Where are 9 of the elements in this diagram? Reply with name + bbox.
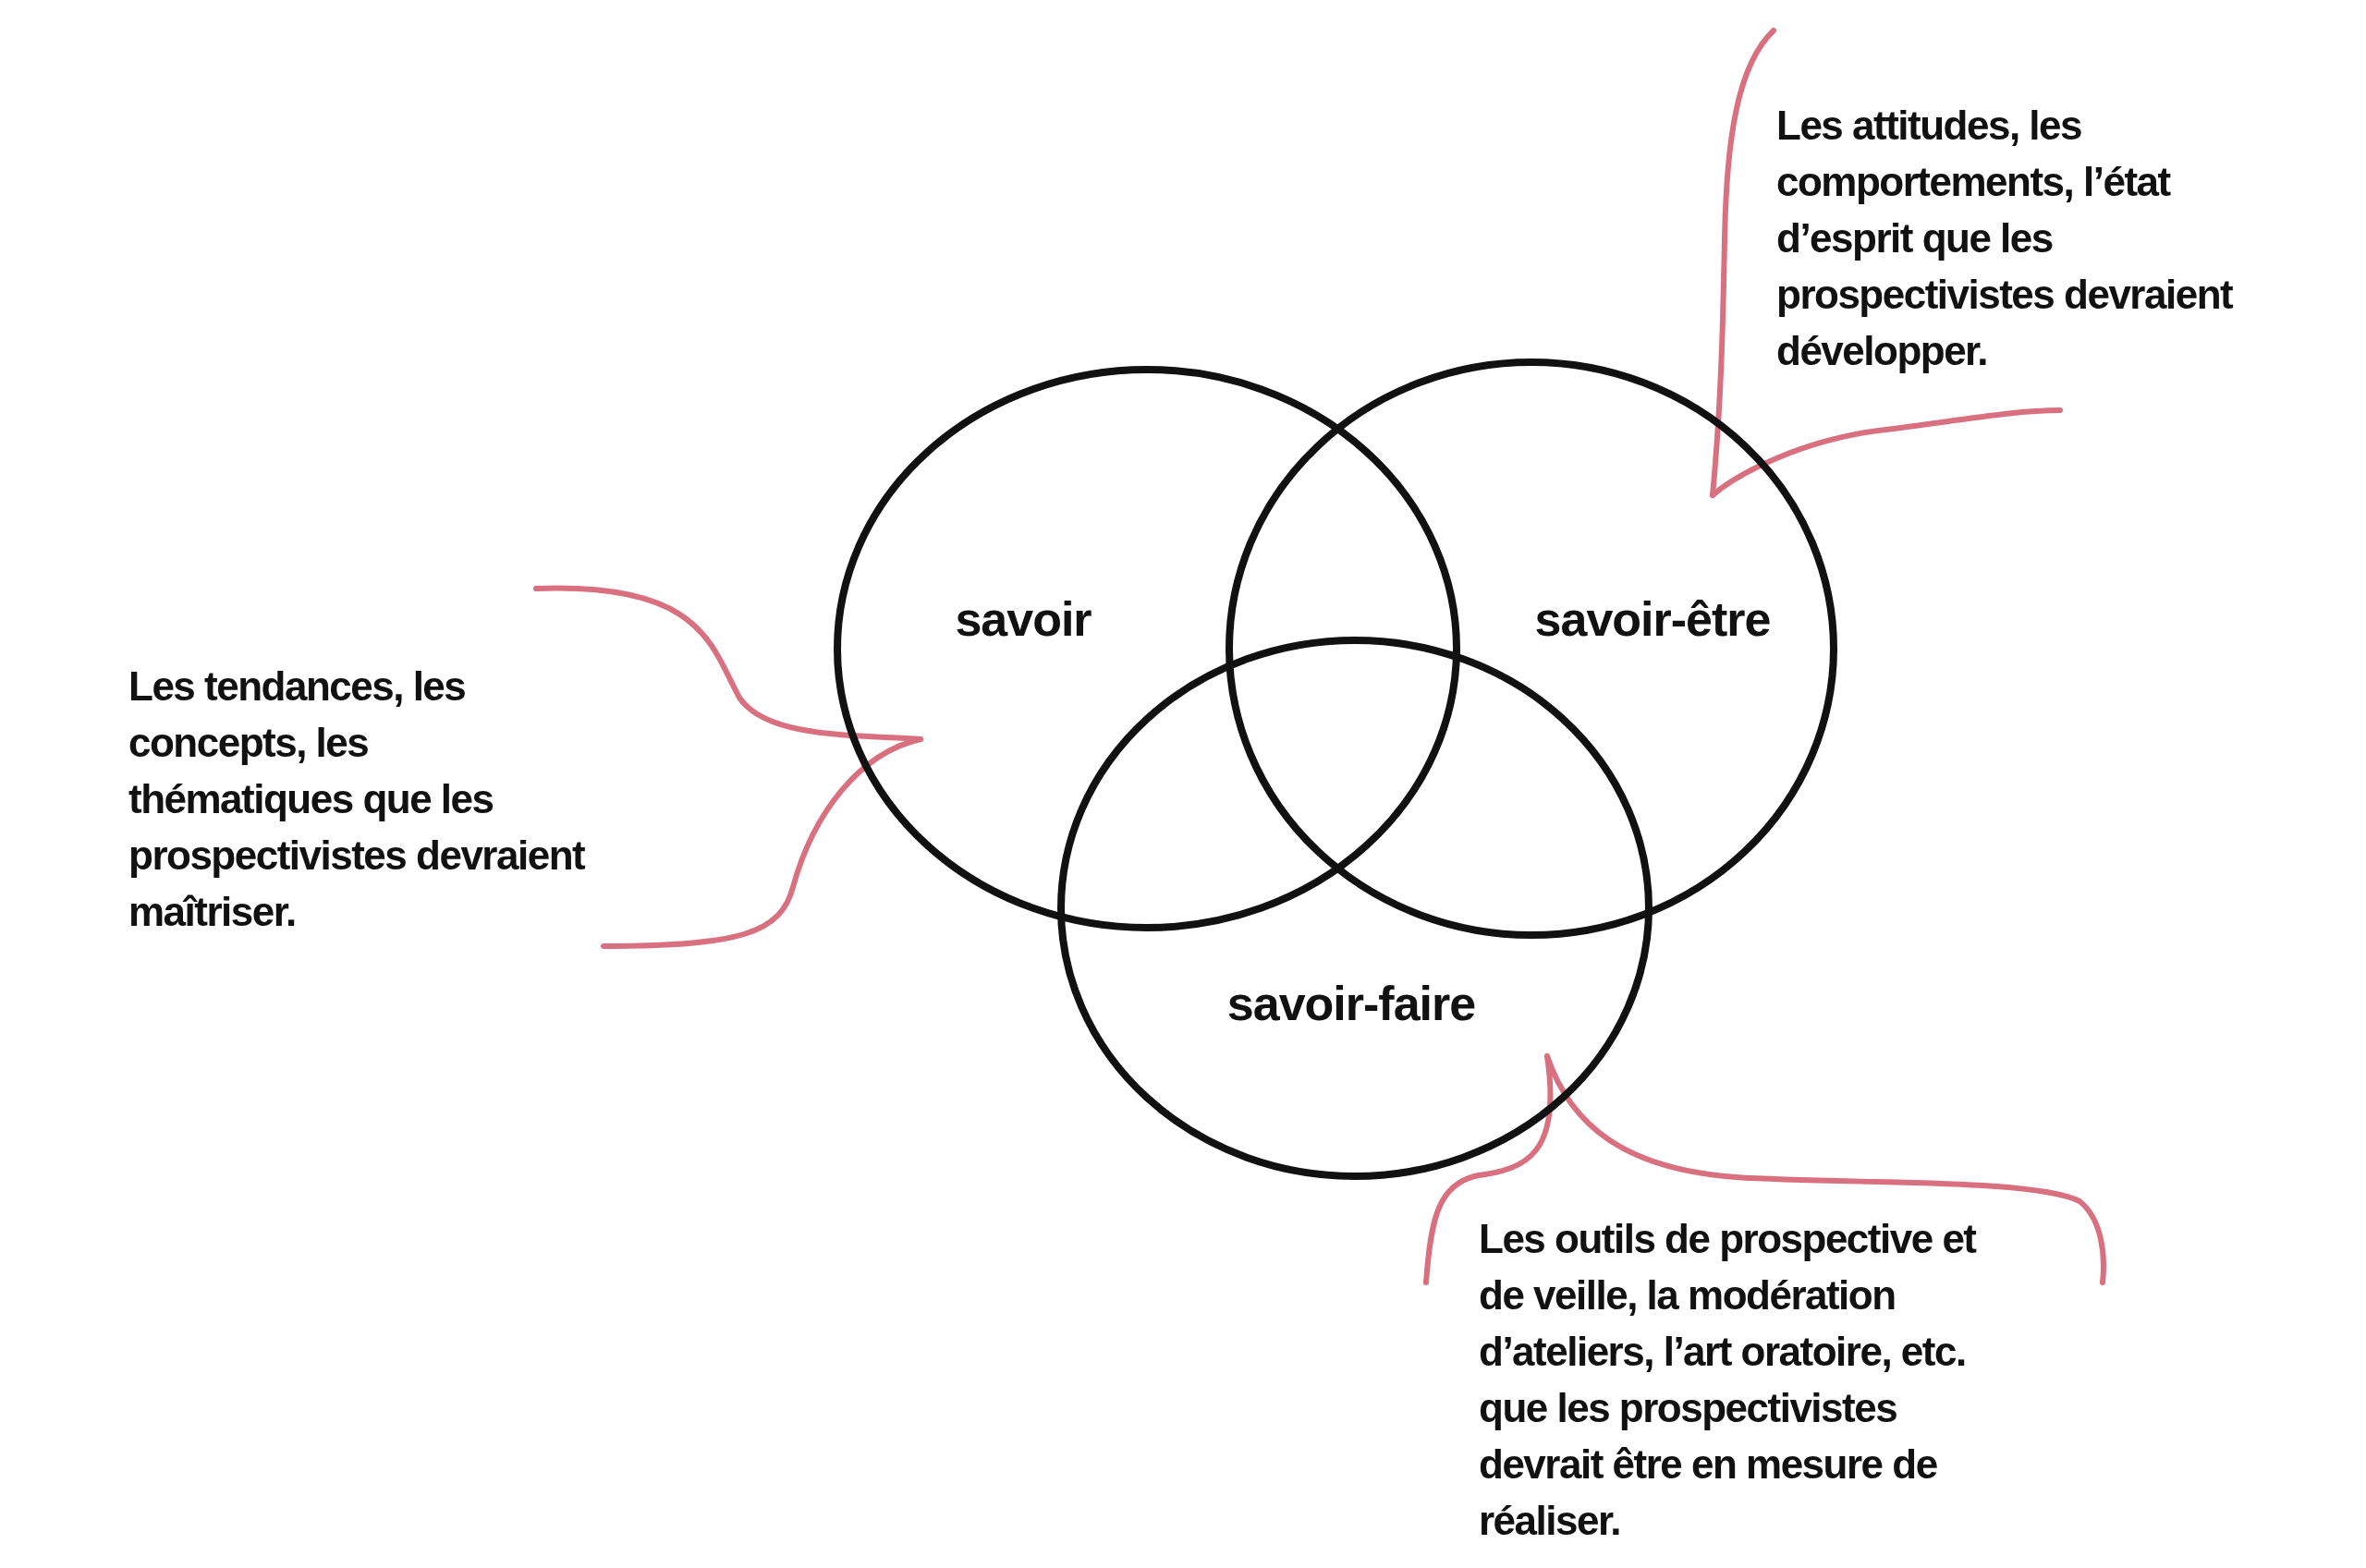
circle-label: savoir-faire [1226,976,1476,1031]
circle-label: savoir-être [1534,591,1771,647]
callout-text: Les tendances, les concepts, les thématiques que les prospectivistes devraient maîtriser. [128,658,591,940]
callout-text: Les attitudes, les comportements, l’état d’esprit que les prospectivistes devraient développer. [1776,97,2257,379]
circle-label: savoir [955,591,1092,647]
callout-text: Les outils de prospective et de veille, la modération d’ateliers, l’art oratoire, etc. que les prospectivistes devrait être en mesure de réaliser. [1479,1210,2006,1549]
callout-bracket [1710,28,2063,498]
callout-bracket [533,585,923,949]
callout-bracket [1423,1053,2106,1285]
